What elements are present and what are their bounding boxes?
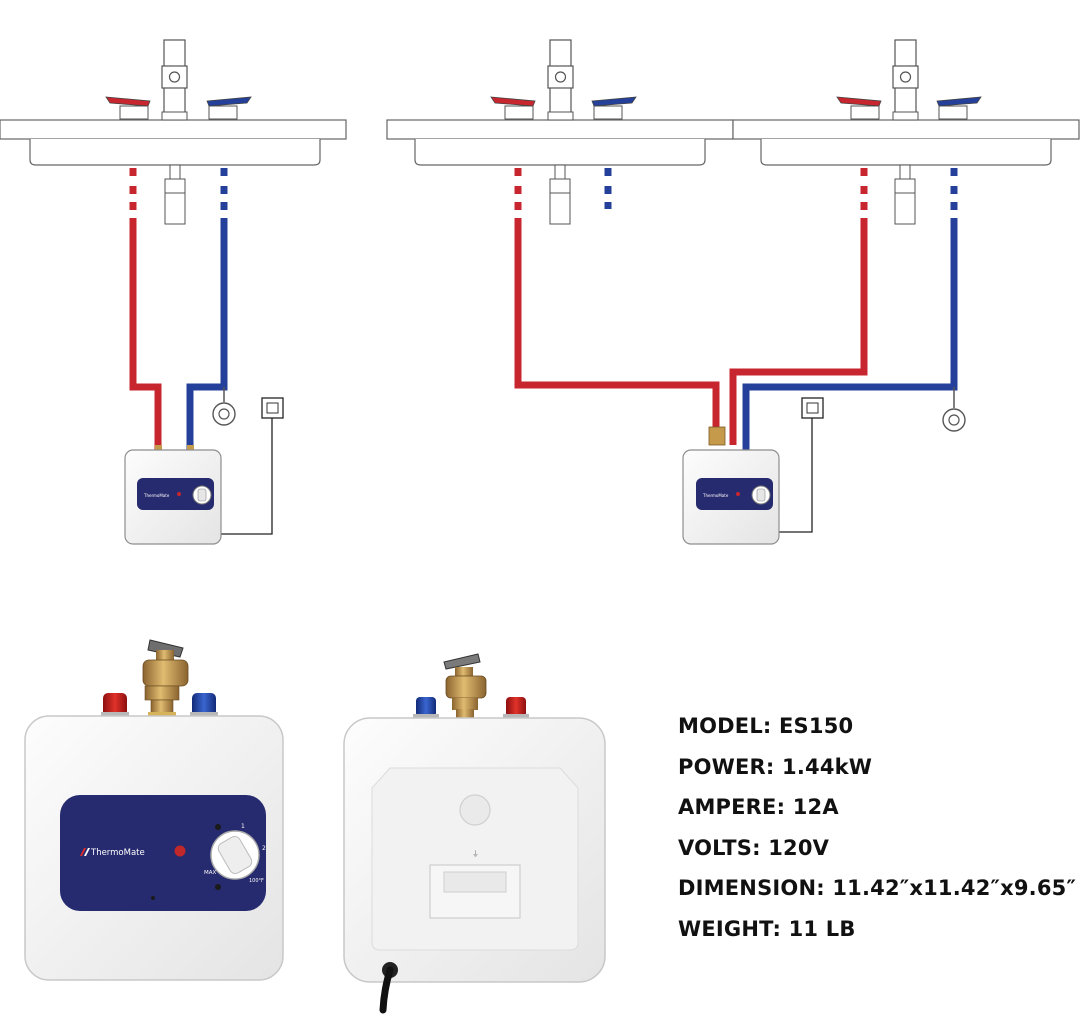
cold-inlet-icon — [413, 697, 439, 720]
spec-power: POWER: 1.44kW — [678, 754, 873, 779]
drain-trap — [894, 164, 916, 225]
cold-pipe-left — [186, 168, 228, 450]
sink-right-a — [386, 39, 734, 225]
spec-list: MODEL: ES150 POWER: 1.44kW AMPERE: 12A V… — [678, 711, 1078, 954]
hot-handle-icon — [836, 96, 882, 120]
spec-model: MODEL: ES150 — [678, 714, 854, 738]
tee-fitting — [708, 426, 726, 446]
spec-volts: VOLTS: 120V — [678, 835, 830, 860]
hot-pipe-right — [514, 168, 868, 445]
hot-handle-icon — [490, 96, 536, 120]
spec-dimension: DIMENSION: 11.42″x11.42″x9.65″ — [678, 876, 1077, 900]
spec-weight: WEIGHT: 11 LB — [678, 916, 856, 941]
spec-ampere: AMPERE: 12A — [678, 795, 839, 819]
sink-right-b — [732, 39, 1080, 225]
logo-icon — [80, 848, 90, 856]
electrical-outlet-icon — [779, 397, 824, 533]
water-heater-icon: ThermoMate — [124, 445, 222, 545]
cold-handle-icon — [591, 96, 637, 120]
drain-trap — [164, 164, 186, 225]
hot-handle-icon — [105, 96, 151, 120]
cold-handle-icon — [206, 96, 252, 120]
valve-icon — [942, 387, 966, 432]
dial-min-label: 100°F — [249, 878, 264, 884]
product-front-view: ThermoMate 2 1 MAX 100°F — [24, 639, 284, 981]
temperature-dial: 2 1 MAX 100°F — [204, 823, 266, 884]
water-heater-icon: ThermoMate — [682, 449, 780, 545]
valve-icon — [212, 387, 236, 426]
dial-mark-2: 2 — [262, 845, 266, 852]
power-indicator — [174, 845, 186, 857]
relief-valve-icon — [142, 639, 189, 720]
power-cord-icon — [379, 962, 398, 1014]
brand-text-small: ThermoMate — [702, 493, 729, 498]
svg-text:⏚: ⏚ — [472, 850, 479, 858]
sink-left: ThermoMate — [0, 39, 347, 545]
faucet-icon — [892, 39, 919, 121]
hot-inlet-icon — [503, 697, 529, 720]
drain-trap — [549, 164, 571, 225]
mounting-bracket — [429, 864, 521, 919]
faucet-icon — [547, 39, 574, 121]
dial-mark-1: 1 — [241, 823, 245, 830]
brand-name: ThermoMate — [90, 848, 145, 858]
dial-max-label: MAX — [204, 870, 217, 876]
brand-text-small: ThermoMate — [143, 493, 170, 498]
faucet-icon — [161, 39, 188, 121]
electrical-outlet-icon — [221, 397, 284, 535]
hot-pipe-left — [129, 168, 162, 450]
relief-valve-icon — [443, 653, 487, 719]
product-back-view: ⏚ — [343, 653, 606, 1014]
cold-pipe-right — [742, 168, 958, 450]
cold-handle-icon — [936, 96, 982, 120]
